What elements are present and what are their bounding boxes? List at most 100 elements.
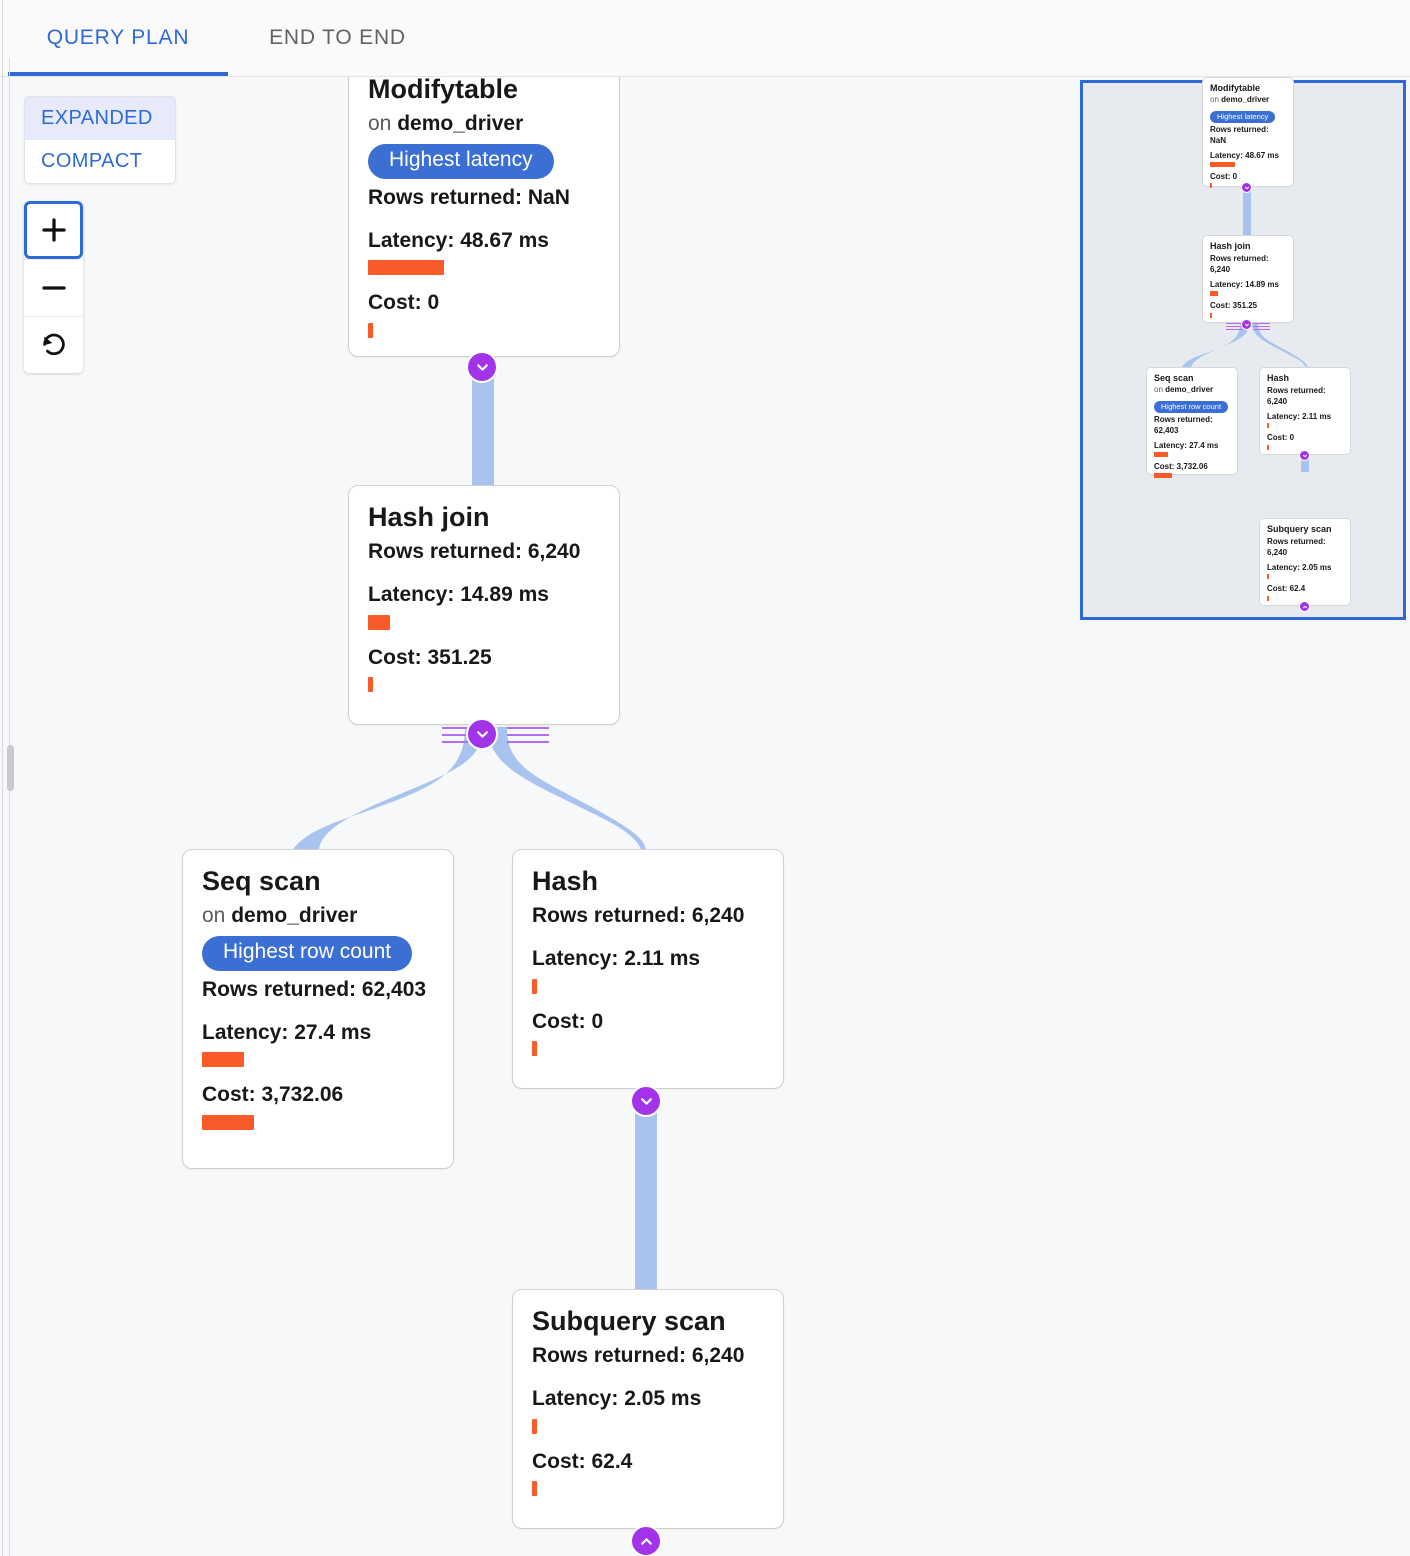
chevron-down-icon [1244, 323, 1249, 326]
rows-returned: Rows returned: 62,403 [1154, 414, 1213, 435]
chevron-down-icon [476, 730, 488, 738]
zoom-reset-button[interactable] [24, 316, 83, 373]
panel-resize-handle[interactable] [7, 745, 14, 791]
minimap-chevron-modifytable [1241, 182, 1252, 193]
minimap-chevron-hash-join [1241, 319, 1252, 330]
mode-compact-button[interactable]: COMPACT [41, 150, 143, 172]
node-title: Seq scan [1154, 373, 1194, 383]
branch-lines-right [507, 722, 549, 748]
status-badge: Highest latency [368, 144, 554, 179]
latency-metric: Latency: 48.67 ms [1210, 150, 1279, 160]
chevron-down-icon [640, 1097, 652, 1105]
edge-hash-subqueryscan [635, 1090, 657, 1290]
latency-metric: Latency: 14.89 ms [1210, 280, 1279, 290]
layout-mode-switch[interactable]: EXPANDED COMPACT [24, 96, 176, 184]
rows-returned: Rows returned: 6,240 [532, 1344, 745, 1368]
rows-returned: Rows returned: NaN [1210, 124, 1269, 145]
rows-returned: Rows returned: 62,403 [202, 977, 427, 1001]
relation-name: demo_driver [1165, 384, 1214, 394]
node-title: Hash [532, 866, 599, 896]
collapse-chevron-hash[interactable] [630, 1085, 662, 1117]
tab-end-to-end[interactable]: END TO END [269, 26, 406, 49]
minimap-node-modifytable: Modifytable on demo_driver Highest laten… [1202, 77, 1294, 189]
latency-bar [532, 978, 537, 994]
cost-bar [1267, 444, 1269, 450]
plus-icon [41, 218, 66, 242]
minus-icon [41, 286, 66, 290]
latency-bar [1154, 452, 1168, 458]
plan-node-hash[interactable]: Hash Rows returned: 6,240 Latency: 2.11 … [512, 849, 784, 1089]
latency-bar [368, 260, 444, 276]
reset-icon [42, 333, 65, 356]
node-title: Hash join [368, 502, 490, 532]
tab-bar: QUERY PLAN END TO END [0, 0, 1410, 77]
latency-bar [202, 1052, 244, 1068]
plan-node-seq-scan[interactable]: Seq scan on demo_driver Highest row coun… [182, 849, 454, 1169]
cost-bar [368, 677, 373, 693]
latency-metric: Latency: 2.05 ms [532, 1387, 702, 1411]
minimap-viewport[interactable]: Modifytable on demo_driver Highest laten… [1080, 77, 1406, 620]
cost-bar [1210, 312, 1212, 318]
on-prefix: on [202, 904, 226, 928]
minimap-chevron-subquery-scan [1299, 601, 1310, 612]
node-relation: on demo_driver [202, 901, 434, 930]
cost-metric: Cost: 0 [1210, 172, 1238, 182]
node-title: Modifytable [368, 77, 519, 104]
cost-metric: Cost: 0 [368, 291, 440, 315]
on-prefix: on [1210, 94, 1219, 104]
latency-bar [532, 1418, 537, 1434]
minimap-node-seq-scan: Seq scan on demo_driver Highest row coun… [1146, 367, 1238, 479]
plan-node-subquery-scan[interactable]: Subquery scan Rows returned: 6,240 Laten… [512, 1289, 784, 1529]
cost-bar [532, 1041, 537, 1057]
latency-metric: Latency: 2.11 ms [1267, 412, 1332, 422]
latency-metric: Latency: 48.67 ms [368, 229, 549, 253]
mode-expanded-button[interactable]: EXPANDED [25, 97, 175, 140]
on-prefix: on [1154, 384, 1163, 394]
zoom-out-button[interactable] [24, 259, 83, 316]
latency-bar [1210, 162, 1235, 168]
node-title: Modifytable [1210, 83, 1261, 93]
node-title: Seq scan [202, 866, 321, 896]
collapse-chevron-hash-join[interactable] [466, 718, 498, 750]
collapse-chevron-modifytable[interactable] [466, 351, 498, 383]
latency-metric: Latency: 27.4 ms [1154, 440, 1219, 450]
node-title: Subquery scan [532, 1306, 726, 1336]
minimap-chevron-hash [1299, 450, 1310, 461]
cost-bar [532, 1481, 537, 1497]
node-title: Hash [1267, 373, 1290, 383]
on-prefix: on [368, 112, 392, 136]
chevron-down-icon [1244, 186, 1249, 189]
node-relation: on demo_driver [1154, 385, 1230, 396]
active-tab-indicator [8, 72, 228, 76]
cost-metric: Cost: 62.4 [532, 1449, 633, 1473]
chevron-down-icon [1302, 454, 1307, 457]
tab-query-plan[interactable]: QUERY PLAN [46, 26, 190, 49]
cost-bar [368, 322, 373, 338]
status-badge: Highest latency [1210, 110, 1276, 123]
rows-returned: Rows returned: 6,240 [1267, 385, 1326, 406]
cost-bar [1210, 183, 1212, 189]
latency-metric: Latency: 2.11 ms [532, 947, 701, 971]
chevron-down-icon [476, 363, 488, 371]
rows-returned: Rows returned: 6,240 [1210, 253, 1269, 274]
latency-metric: Latency: 27.4 ms [202, 1021, 372, 1045]
cost-metric: Cost: 351.25 [1210, 301, 1258, 311]
plan-node-hash-join[interactable]: Hash join Rows returned: 6,240 Latency: … [348, 485, 620, 725]
node-title: Hash join [1210, 241, 1251, 251]
rows-returned: Rows returned: 6,240 [368, 540, 581, 564]
cost-bar [202, 1114, 254, 1130]
zoom-in-button[interactable] [24, 201, 83, 259]
latency-metric: Latency: 2.05 ms [1267, 563, 1332, 573]
chevron-up-icon [640, 1537, 652, 1545]
minimap-node-hash: Hash Rows returned: 6,240 Latency: 2.11 … [1259, 367, 1351, 455]
cost-metric: Cost: 3,732.06 [1154, 462, 1208, 472]
relation-name: demo_driver [1221, 94, 1270, 104]
latency-bar [1267, 574, 1269, 580]
plan-node-modifytable[interactable]: Modifytable on demo_driver Highest laten… [348, 77, 620, 357]
zoom-controls[interactable] [24, 201, 83, 373]
cost-bar [1154, 473, 1172, 479]
expand-chevron-subquery-scan[interactable] [630, 1525, 662, 1556]
minimap-node-subquery-scan: Subquery scan Rows returned: 6,240 Laten… [1259, 518, 1351, 606]
query-plan-canvas[interactable]: Modifytable on demo_driver Highest laten… [10, 77, 1410, 1556]
node-relation: on demo_driver [368, 109, 600, 138]
